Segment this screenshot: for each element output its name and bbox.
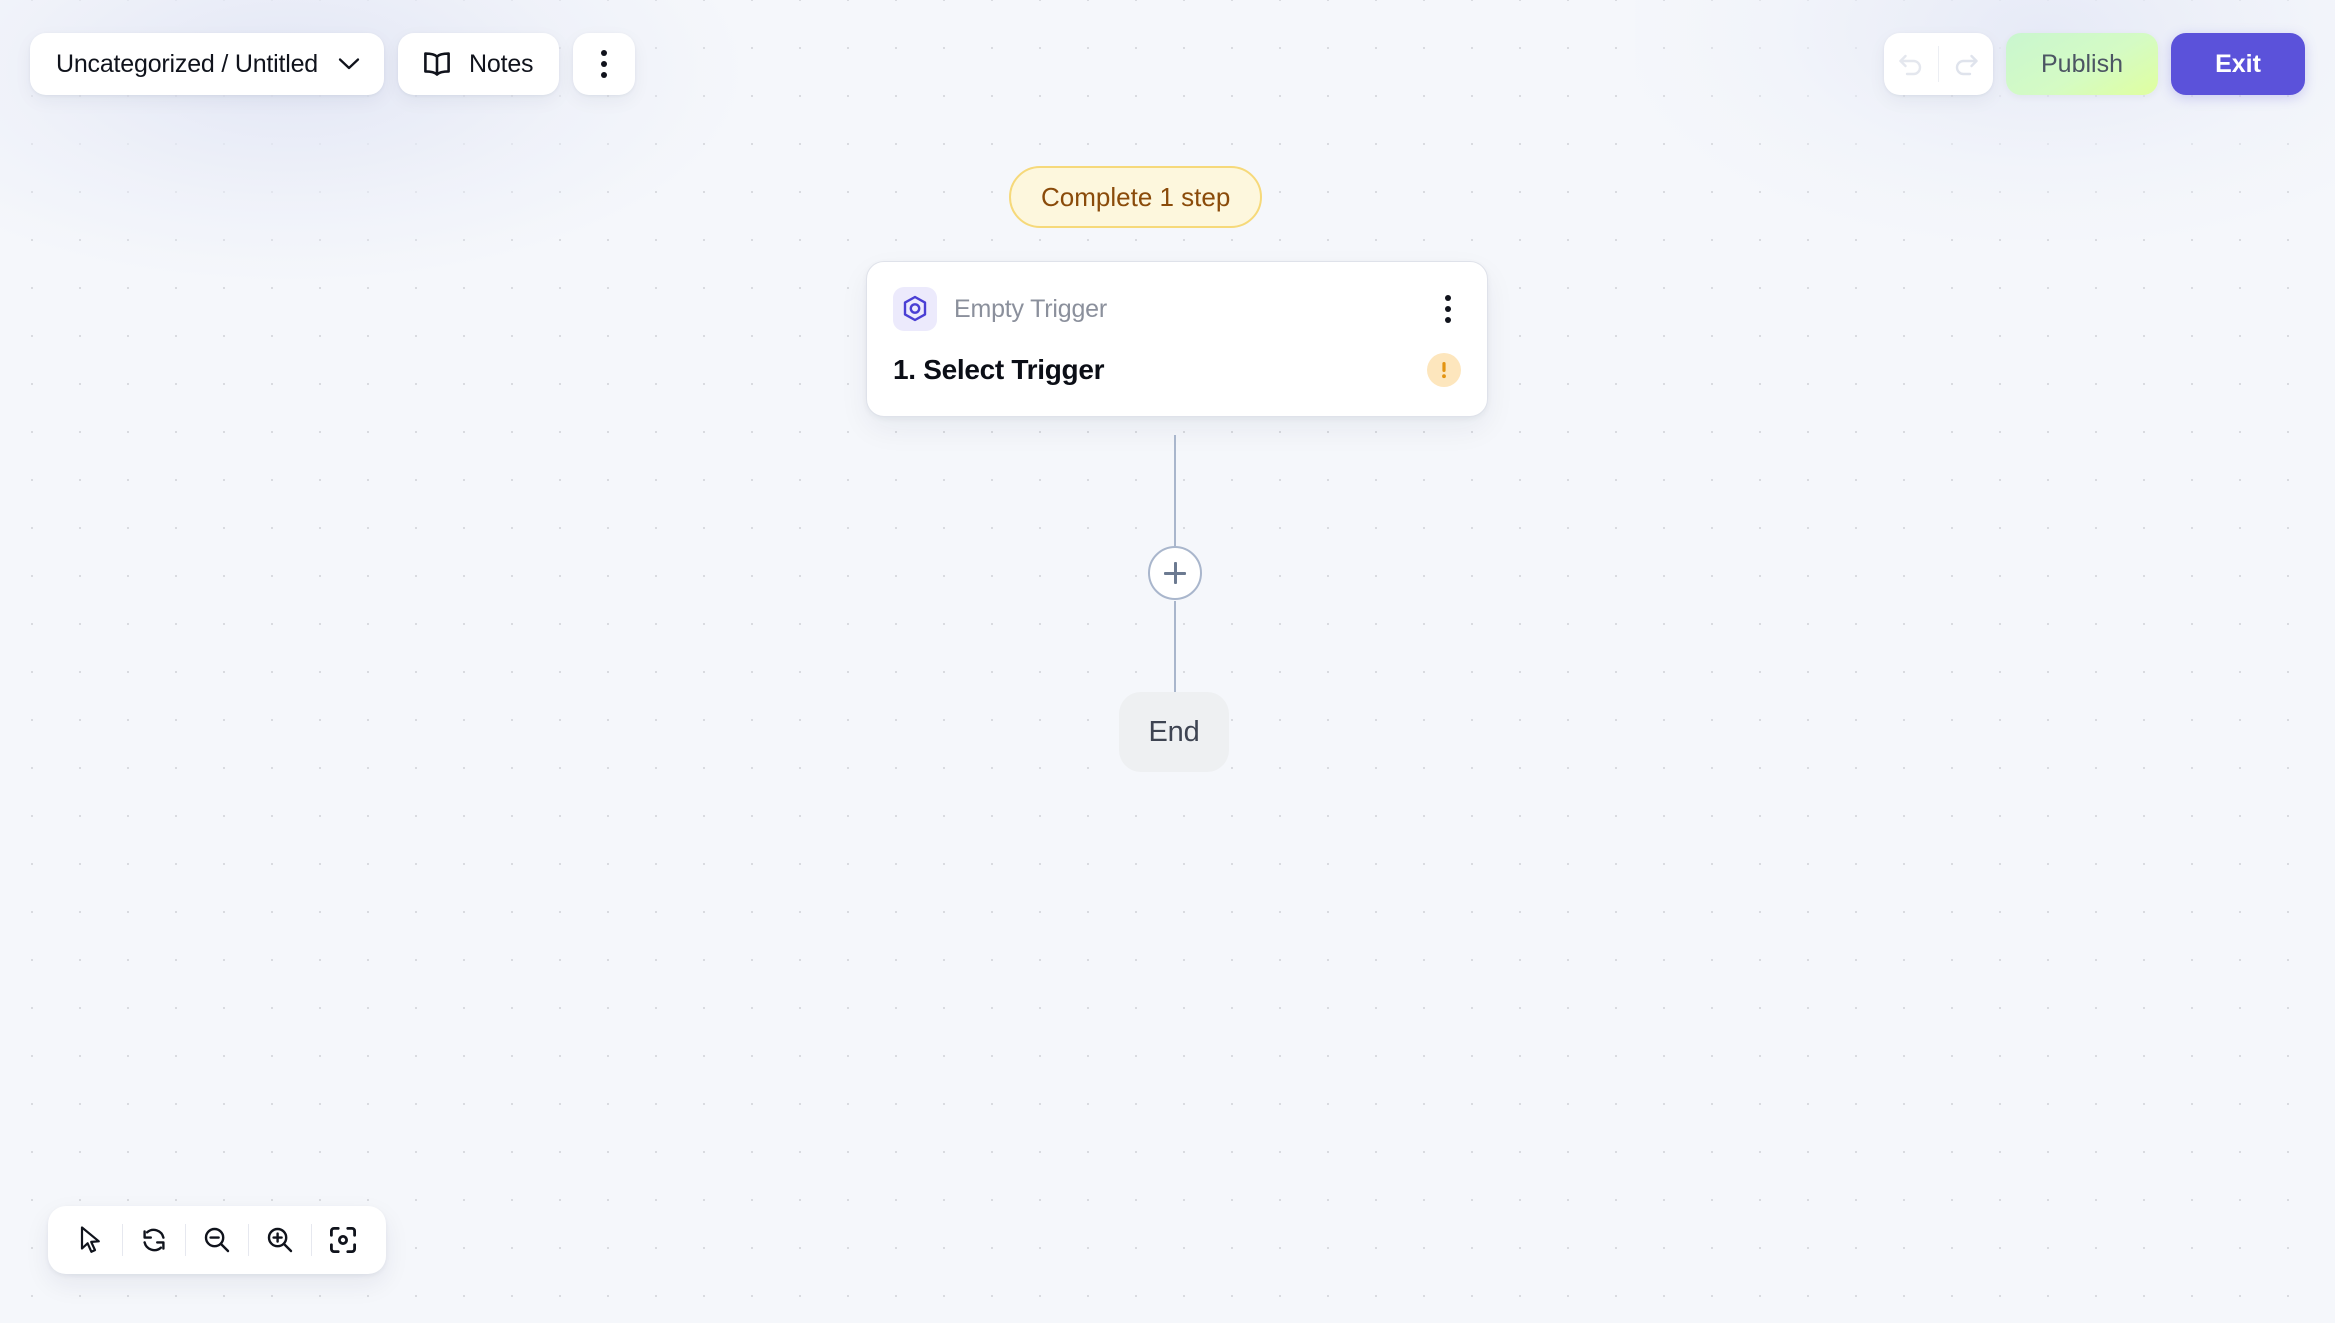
redo-button[interactable] bbox=[1939, 33, 1993, 95]
kebab-dot bbox=[1445, 317, 1451, 323]
toolbar-divider bbox=[248, 1224, 249, 1256]
breadcrumb-selector[interactable]: Uncategorized / Untitled bbox=[30, 33, 385, 95]
hexagon-node-icon bbox=[893, 287, 937, 331]
trigger-node-type-label: Empty Trigger bbox=[954, 294, 1108, 323]
end-node-label: End bbox=[1148, 715, 1200, 748]
toolbar-divider bbox=[122, 1224, 123, 1256]
toolbar-divider bbox=[311, 1224, 312, 1256]
more-options-button[interactable] bbox=[573, 33, 636, 95]
pointer-tool[interactable] bbox=[60, 1206, 122, 1274]
publish-button-label: Publish bbox=[2041, 49, 2123, 78]
trigger-node-body: 1. Select Trigger bbox=[893, 348, 1461, 392]
undo-redo-group bbox=[1884, 33, 1993, 95]
kebab-dot bbox=[601, 72, 608, 78]
kebab-dot bbox=[1445, 295, 1451, 301]
complete-step-badge-label: Complete 1 step bbox=[1041, 181, 1231, 212]
undo-icon bbox=[1897, 51, 1925, 77]
trigger-node-menu-icon[interactable] bbox=[1435, 287, 1461, 331]
exit-button[interactable]: Exit bbox=[2171, 33, 2305, 95]
redo-icon bbox=[1952, 51, 1980, 77]
chevron-down-icon bbox=[338, 57, 360, 71]
kebab-dot bbox=[601, 61, 608, 67]
warning-icon[interactable] bbox=[1427, 353, 1461, 387]
plus-icon-vertical bbox=[1173, 562, 1177, 584]
undo-button[interactable] bbox=[1884, 33, 1938, 95]
edge-add-to-end bbox=[1174, 601, 1176, 694]
header-right-group: Publish Exit bbox=[1884, 33, 2305, 95]
kebab-menu-icon bbox=[1445, 295, 1451, 323]
add-node-button[interactable] bbox=[1148, 546, 1202, 600]
toolbar-divider bbox=[185, 1224, 186, 1256]
end-node[interactable]: End bbox=[1119, 692, 1229, 772]
trigger-node-card[interactable]: Empty Trigger 1. Select Trigger bbox=[866, 261, 1488, 417]
kebab-menu-icon bbox=[601, 50, 608, 78]
zoom-in-icon bbox=[265, 1225, 295, 1255]
exit-button-label: Exit bbox=[2215, 49, 2261, 78]
kebab-dot bbox=[1445, 306, 1451, 312]
focus-frame-icon bbox=[328, 1225, 358, 1255]
trigger-node-title: 1. Select Trigger bbox=[893, 354, 1105, 385]
refresh-icon bbox=[139, 1225, 169, 1255]
complete-step-badge[interactable]: Complete 1 step bbox=[1009, 166, 1263, 228]
zoom-out-tool[interactable] bbox=[186, 1206, 248, 1274]
zoom-out-icon bbox=[202, 1225, 232, 1255]
trigger-node-header: Empty Trigger bbox=[893, 286, 1461, 332]
header-left-group: Uncategorized / Untitled Notes bbox=[30, 33, 636, 95]
kebab-dot bbox=[601, 50, 608, 56]
zoom-in-tool[interactable] bbox=[249, 1206, 311, 1274]
breadcrumb-label: Uncategorized / Untitled bbox=[56, 49, 319, 78]
canvas-toolbar bbox=[48, 1206, 386, 1274]
notes-button-label: Notes bbox=[469, 49, 534, 78]
publish-button[interactable]: Publish bbox=[2006, 33, 2158, 95]
cursor-icon bbox=[78, 1225, 104, 1255]
notes-button[interactable]: Notes bbox=[398, 33, 560, 95]
edge-trigger-to-add bbox=[1174, 435, 1176, 546]
book-icon bbox=[422, 50, 452, 78]
fit-view-tool[interactable] bbox=[312, 1206, 374, 1274]
reset-view-tool[interactable] bbox=[123, 1206, 185, 1274]
